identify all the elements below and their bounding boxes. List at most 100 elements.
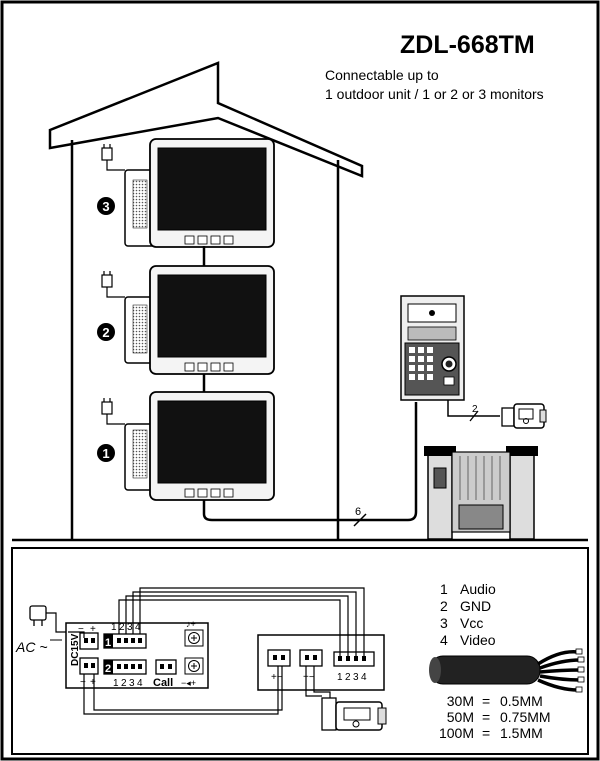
- port-1-number: 1: [105, 637, 111, 649]
- post-cap-right: [506, 446, 538, 456]
- subtitle-line1: Connectable up to: [325, 67, 439, 83]
- monitor-buttons: [184, 362, 234, 372]
- cable-count-2: 2: [472, 404, 478, 415]
- dc-label: DC15V: [70, 633, 81, 666]
- house-roof: [48, 61, 364, 178]
- cable-icon: [429, 648, 585, 693]
- gate: [424, 446, 538, 540]
- ac-label: AC ~: [15, 639, 48, 655]
- post-cap-left: [424, 446, 456, 456]
- out-plus: +: [90, 677, 96, 688]
- svg-text:3: 3: [127, 622, 133, 633]
- port-2-number: 2: [105, 663, 111, 675]
- outdoor-terminal-pins: 1 2 3 4: [337, 672, 367, 683]
- outdoor-power-label: +−: [271, 672, 283, 683]
- monitor-number: 1: [102, 446, 109, 461]
- call-volume-knob-icon: −◂+: [181, 657, 204, 688]
- monitor-screen: [157, 400, 267, 484]
- legend-label-vcc: Vcc: [460, 615, 483, 631]
- monitor-number: 2: [102, 325, 109, 340]
- svg-text:2: 2: [345, 672, 351, 683]
- plug-icon: [101, 271, 125, 298]
- monitor-1: 1: [97, 391, 275, 501]
- monitor-buttons: [184, 235, 234, 245]
- legend-num-1: 1: [440, 581, 448, 597]
- lock-wires: [305, 666, 331, 700]
- svg-text:4: 4: [135, 622, 141, 633]
- port-2-pins: 1 2 3 4: [113, 678, 143, 689]
- spec-eq-3: =: [482, 725, 490, 741]
- legend-num-3: 3: [440, 615, 448, 631]
- monitor-screen: [157, 274, 267, 358]
- spec-size-075: 0.75MM: [500, 709, 551, 725]
- plug-icon: [101, 144, 125, 171]
- svg-text:1: 1: [337, 672, 343, 683]
- svg-text:3: 3: [129, 678, 135, 689]
- legend-label-video: Video: [460, 632, 496, 648]
- minus-sign: −: [78, 624, 84, 635]
- monitor-number-badge: [97, 323, 115, 341]
- svg-text:1: 1: [113, 678, 119, 689]
- monitor-3: 3: [97, 138, 275, 248]
- svg-text:♪+: ♪+: [186, 619, 196, 629]
- camera-lens-icon: [429, 310, 435, 316]
- spec-eq-2: =: [482, 709, 490, 725]
- spec-length-30: 30M: [447, 693, 474, 709]
- signal-wires: [118, 587, 365, 656]
- keypad: [409, 347, 433, 380]
- outdoor-unit: [400, 295, 465, 401]
- svg-text:3: 3: [353, 672, 359, 683]
- speaker-grille: [132, 304, 148, 354]
- port-1-pins: 1 2 3 4: [111, 622, 141, 633]
- speaker-grille: [132, 179, 148, 229]
- diagram-title: ZDL-668TM: [400, 31, 535, 59]
- power-adapter-icon: [29, 605, 68, 633]
- monitor-number-badge: [97, 444, 115, 462]
- monitor-2: 2: [97, 265, 275, 375]
- gate-post-right: [509, 453, 535, 540]
- legend: 1 Audio 2 GND 3 Vcc 4 Video: [440, 581, 496, 648]
- lower-lock-icon: [321, 697, 387, 731]
- svg-text:4: 4: [137, 678, 143, 689]
- gate-lock: [433, 467, 447, 489]
- speaker-grille: [132, 429, 148, 479]
- cable-door-to-lock: [447, 400, 500, 417]
- svg-text:4: 4: [361, 672, 367, 683]
- name-plate: [407, 326, 457, 341]
- legend-num-4: 4: [440, 632, 448, 648]
- spec-size-15: 1.5MM: [500, 725, 543, 741]
- volume-knob-icon: ♪+: [184, 619, 204, 647]
- outdoor-power-connector: [267, 649, 291, 667]
- svg-text:1: 1: [111, 622, 117, 633]
- out-minus: −: [80, 677, 86, 688]
- legend-label-audio: Audio: [460, 581, 496, 597]
- cable-slash: [353, 513, 367, 527]
- monitor-buttons: [184, 488, 234, 498]
- spec-length-50: 50M: [447, 709, 474, 725]
- cable-specs: 30M = 0.5MM 50M = 0.75MM 100M = 1.5MM: [439, 693, 551, 741]
- power-wires: [83, 666, 283, 715]
- plus-sign: +: [90, 624, 96, 635]
- legend-label-gnd: GND: [460, 598, 491, 614]
- monitor-number-badge: [97, 197, 115, 215]
- monitor-screen: [157, 147, 267, 231]
- gate-post-left: [427, 453, 453, 540]
- legend-num-2: 2: [440, 598, 448, 614]
- call-connector: [155, 659, 177, 675]
- outdoor-lock-label: +−: [303, 672, 315, 683]
- monitor-number: 3: [102, 199, 109, 214]
- cable-count-6: 6: [355, 506, 361, 518]
- call-label: Call: [153, 677, 173, 689]
- svg-text:2: 2: [119, 622, 125, 633]
- spec-eq-1: =: [482, 693, 490, 709]
- electric-lock-icon: [501, 403, 547, 429]
- outdoor-lock-connector: [299, 649, 323, 667]
- cable-monitor-to-door: [202, 402, 418, 522]
- spec-length-100: 100M: [439, 725, 474, 741]
- subtitle-line2: 1 outdoor unit / 1 or 2 or 3 monitors: [325, 86, 544, 102]
- spec-size-05: 0.5MM: [500, 693, 543, 709]
- svg-text:−◂+: −◂+: [181, 678, 196, 688]
- house: [48, 61, 364, 540]
